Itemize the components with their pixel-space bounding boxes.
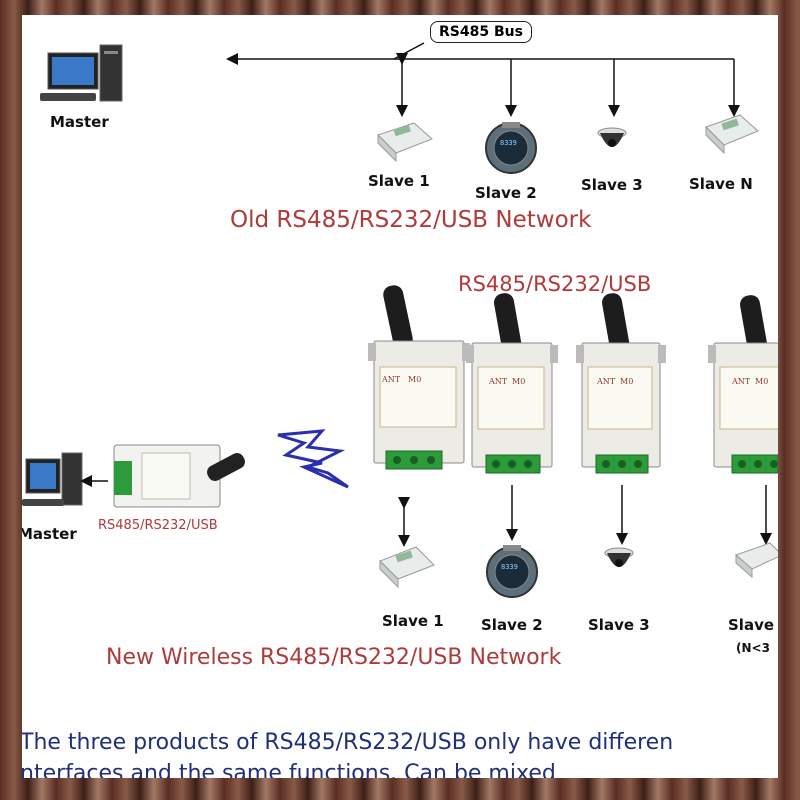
module-2-m0-label: M0 [512, 377, 526, 386]
module-2-ant-label: ANT [489, 377, 508, 386]
new-slave-2-label: Slave 2 [481, 616, 543, 634]
old-slave-3-camera-icon [597, 127, 627, 147]
new-slave-n-scale-icon [735, 542, 778, 579]
old-slave-1-label: Slave 1 [368, 172, 430, 190]
note-line-2: nterfaces and the same functions. Can be… [22, 761, 556, 778]
module-n-ant-label: ANT [732, 377, 751, 386]
old-slave-2-label: Slave 2 [475, 184, 537, 202]
wireless-bolt-icon [277, 429, 349, 489]
old-slave-3-label: Slave 3 [581, 176, 643, 194]
rs485-bus-badge: RS485 Bus [430, 21, 532, 43]
note-line-1: The three products of RS485/RS232/USB on… [22, 730, 674, 755]
new-network-caption: New Wireless RS485/RS232/USB Network [106, 645, 562, 670]
new-interface-label: RS485/RS232/USB [458, 272, 652, 296]
radio-module-1 [368, 285, 470, 470]
old-gauge-readout: 8339 [500, 139, 517, 147]
new-gauge-readout: 8339 [501, 563, 518, 571]
old-master-computer-icon [40, 44, 123, 102]
radio-module-n [708, 295, 778, 474]
old-slave-1-scale-icon [377, 122, 433, 163]
module-1-m0-label: M0 [408, 375, 422, 384]
old-slave-n-scale-icon [705, 114, 759, 155]
module-1-ant-label: ANT [382, 375, 401, 384]
radio-module-2 [466, 293, 558, 474]
old-network-caption: Old RS485/RS232/USB Network [230, 207, 592, 233]
old-bus-drops [396, 53, 740, 117]
master-module-label: RS485/RS232/USB [98, 518, 218, 533]
old-slave-n-label: Slave N [689, 175, 753, 193]
module-n-m0-label: M0 [755, 377, 769, 386]
new-master-label: Master [22, 525, 77, 543]
new-master-computer-icon [22, 452, 83, 506]
radio-module-3 [576, 293, 666, 474]
new-slave-2-gauge-icon [486, 545, 538, 598]
new-module-links [398, 485, 772, 547]
master-radio-module [113, 444, 245, 508]
new-slave-3-camera-icon [604, 547, 634, 567]
rs485-bus-line [226, 42, 734, 65]
new-slave-n-label: Slave [728, 616, 775, 634]
old-master-label: Master [50, 113, 109, 131]
diagram-graphics [22, 42, 778, 598]
new-slave-1-label: Slave 1 [382, 612, 444, 630]
new-slave-1-scale-icon [379, 546, 435, 589]
diagram-canvas: RS485 Bus Master Slave 1 Slave 2 Slave 3… [22, 15, 778, 778]
slave-n-note: (N<3 [736, 641, 770, 655]
old-slave-2-gauge-icon [485, 122, 537, 174]
new-slave-3-label: Slave 3 [588, 616, 650, 634]
module-3-m0-label: M0 [620, 377, 634, 386]
module-3-ant-label: ANT [597, 377, 616, 386]
